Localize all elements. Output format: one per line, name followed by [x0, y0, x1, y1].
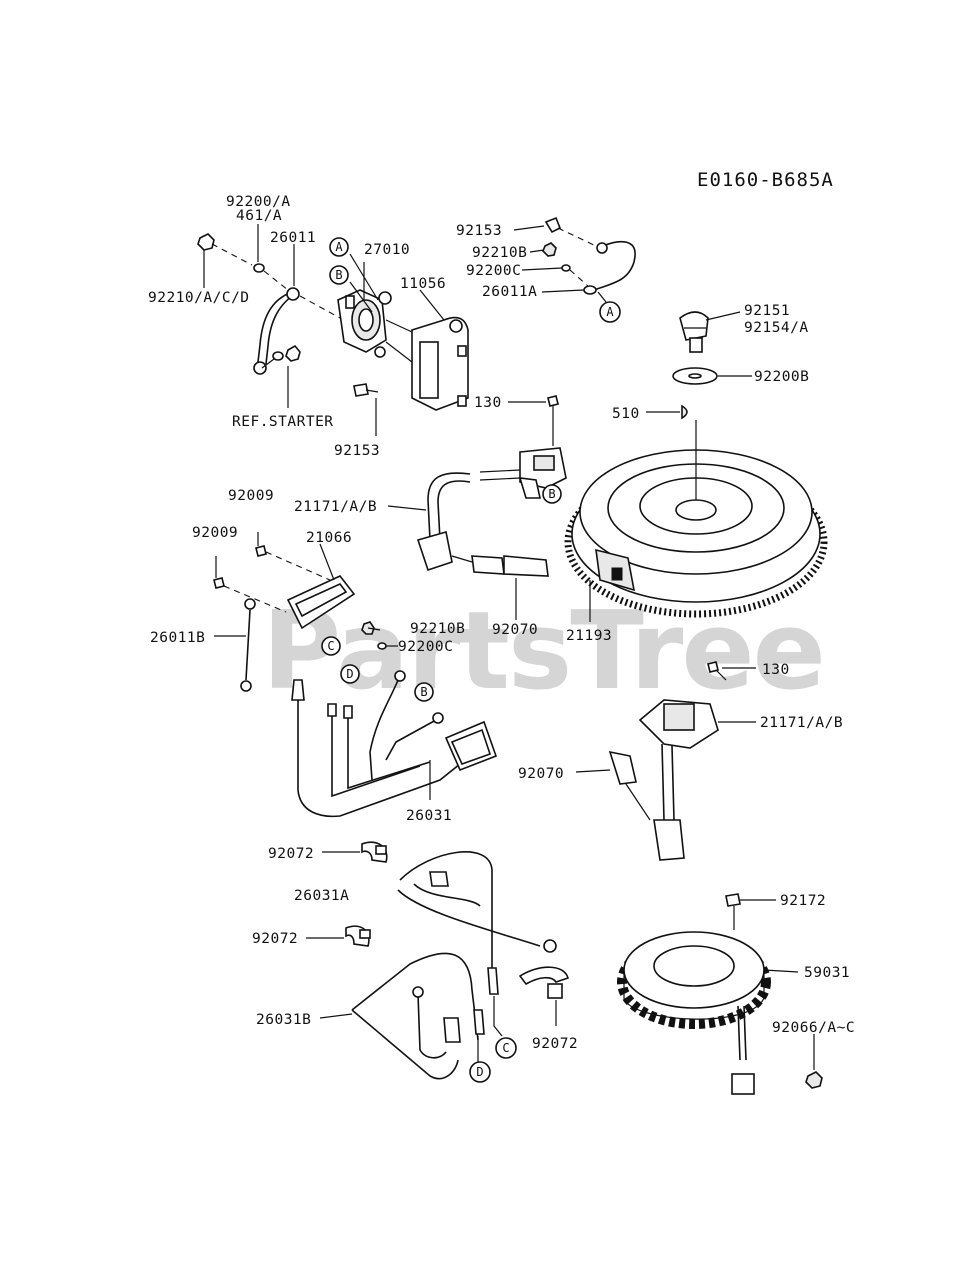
label-26031: 26031 [406, 808, 452, 824]
bolt-92009-b[interactable] [213, 577, 225, 589]
bolt-92151[interactable] [679, 311, 709, 341]
label-92153-left: 92153 [334, 443, 380, 459]
lead-26011a[interactable] [593, 241, 636, 291]
bolt-92153-top[interactable] [544, 216, 562, 234]
label-92066-a-c: 92066/A~C [772, 1020, 855, 1036]
label-461-a: 461/A [236, 208, 282, 224]
label-92070-mid: 92070 [492, 622, 538, 638]
label-130-mid: 130 [762, 662, 790, 678]
lead-26011a-group [542, 216, 636, 303]
washer-92200c-top[interactable] [561, 264, 571, 272]
stator-59031[interactable] [617, 931, 771, 1029]
label-26031a: 26031A [294, 888, 349, 904]
harness-26031a[interactable] [399, 851, 493, 990]
label-92154-a: 92154/A [744, 320, 809, 336]
svg-text:B: B [548, 487, 555, 501]
stator-group [617, 893, 823, 1095]
callout-b-3: B [414, 682, 434, 702]
label-92070-low: 92070 [518, 766, 564, 782]
bolt-92009-a[interactable] [255, 545, 267, 557]
washer-461[interactable] [253, 263, 265, 273]
label-21066: 21066 [306, 530, 352, 546]
label-92200-a: 92200/A [226, 194, 291, 210]
label-92072-b: 92072 [252, 931, 298, 947]
callout-b-2: B [542, 484, 562, 504]
svg-text:B: B [335, 268, 342, 282]
label-92151: 92151 [744, 303, 790, 319]
spark-plug-92070-low[interactable] [608, 750, 637, 785]
lower-harness-group [345, 841, 569, 1080]
label-92200c-mid: 92200C [398, 639, 453, 655]
svg-text:A: A [606, 305, 614, 319]
label-26011b: 26011B [150, 630, 205, 646]
label-92210-acd: 92210/A/C/D [148, 290, 250, 306]
callout-d-1: D [340, 664, 360, 684]
washer-92200c-mid[interactable] [377, 642, 387, 650]
label-92153-top: 92153 [456, 223, 502, 239]
diagram-code: E0160-B685A [697, 169, 834, 191]
lead-26011b[interactable] [244, 598, 256, 610]
callout-b-1: B [329, 265, 349, 285]
label-ref-starter: REF.STARTER [232, 414, 334, 430]
label-92210b-top: 92210B [472, 245, 527, 261]
bolt-130-mid[interactable] [707, 661, 719, 673]
ignition-coil-top-group [416, 395, 567, 577]
label-92200b: 92200B [754, 369, 809, 385]
solenoid-group [197, 233, 469, 411]
label-11056: 11056 [400, 276, 446, 292]
label-92172: 92172 [780, 893, 826, 909]
ignition-coil-low-group [608, 661, 727, 861]
nut-92210[interactable] [197, 233, 215, 251]
svg-text:A: A [335, 240, 343, 254]
label-92009-a: 92009 [228, 488, 274, 504]
bolt-130-top[interactable] [547, 395, 559, 407]
label-21171-top: 21171/A/B [294, 499, 377, 515]
svg-text:D: D [476, 1065, 483, 1079]
label-27010: 27010 [364, 242, 410, 258]
label-21193: 21193 [566, 628, 612, 644]
harness-26031b[interactable] [351, 952, 479, 1041]
svg-text:C: C [327, 639, 334, 653]
label-92072-a: 92072 [268, 846, 314, 862]
svg-text:D: D [346, 667, 353, 681]
label-21171-mid: 21171/A/B [760, 715, 843, 731]
harness-26031[interactable] [297, 690, 471, 818]
label-59031: 59031 [804, 965, 850, 981]
nut-92066[interactable] [805, 1071, 823, 1089]
bolt-92172[interactable] [725, 893, 741, 907]
flywheel-bolt-group [672, 311, 718, 420]
callout-a-2: A [599, 301, 621, 323]
callout-c-2: C [495, 1037, 517, 1059]
callout-d-2: D [469, 1061, 491, 1083]
label-510: 510 [612, 406, 640, 422]
label-26011: 26011 [270, 230, 316, 246]
label-92072-c: 92072 [532, 1036, 578, 1052]
lead-26011[interactable] [257, 291, 293, 363]
flywheel-21193[interactable] [564, 420, 828, 618]
label-26031b: 26031B [256, 1012, 311, 1028]
spark-plug-92070-top[interactable] [471, 555, 505, 575]
label-130-top: 130 [474, 395, 502, 411]
watermark-text: PartsTree [262, 589, 824, 714]
nut-92210b-top[interactable] [542, 242, 557, 257]
label-92009-b: 92009 [192, 525, 238, 541]
label-92210b-mid: 92210B [410, 621, 465, 637]
key-510[interactable] [681, 404, 688, 420]
label-92200c-top: 92200C [466, 263, 521, 279]
svg-text:B: B [420, 685, 427, 699]
callout-c-1: C [321, 636, 341, 656]
bolt-92153-left[interactable] [353, 383, 369, 397]
callout-a-1: A [329, 237, 349, 257]
svg-text:C: C [502, 1041, 509, 1055]
label-26011a: 26011A [482, 284, 537, 300]
regulator-group [213, 545, 498, 818]
clamp-92072-c[interactable] [518, 966, 569, 986]
